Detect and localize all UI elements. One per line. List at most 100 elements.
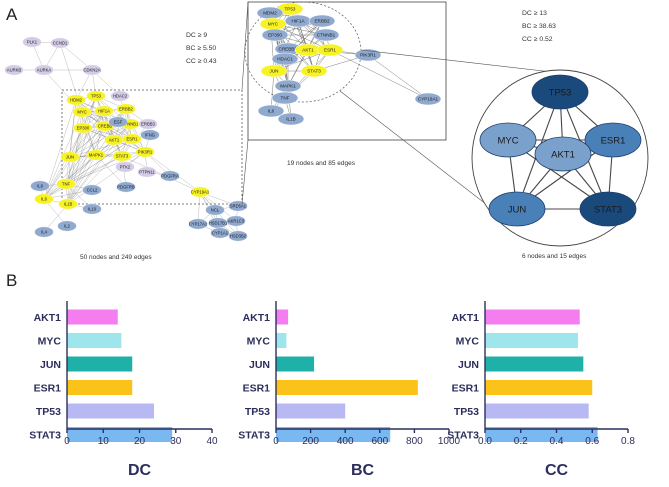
net-main-node-label: TP53 xyxy=(91,93,102,98)
net-main-node-label: MAPK1 xyxy=(89,152,104,157)
bar-bc-tp53 xyxy=(276,403,346,419)
net-main-node-label: TNF xyxy=(62,181,71,186)
x-tick-label: 600 xyxy=(371,436,388,447)
bar-cc-esr1 xyxy=(485,380,593,395)
net-main-node-il8: IL8 xyxy=(30,180,50,192)
category-label: TP53 xyxy=(36,406,61,418)
x-tick-label: 800 xyxy=(406,436,423,447)
zoom-line-core-top xyxy=(360,49,579,76)
category-label: STAT3 xyxy=(238,430,270,442)
bar-bc-myc xyxy=(276,333,287,348)
net-main-node-myc: MYC xyxy=(72,106,92,118)
x-tick-label: 0 xyxy=(273,436,279,447)
net-main-node-ifng: IFNG xyxy=(140,129,160,141)
net-main-node-il10: IL10 xyxy=(82,203,102,215)
net-core-node-label: ESR1 xyxy=(601,135,626,146)
zoom-line-core-bottom xyxy=(339,90,501,216)
net-main-node-shape xyxy=(110,90,130,102)
category-label: TP53 xyxy=(245,406,270,418)
net-main-node-label: EP300 xyxy=(77,125,90,130)
threshold-2-bc: BC ≥ 38.63 xyxy=(522,23,556,30)
net-main-node-shape xyxy=(82,64,102,76)
net-main-edge xyxy=(43,154,97,200)
net-mid-node-shape xyxy=(414,92,442,106)
net-main-node-label: CYP19A1 xyxy=(191,189,210,194)
net-main-node-ncl: NCL xyxy=(205,204,225,216)
net-mid-node-shape xyxy=(354,48,382,62)
net-main-node-shape xyxy=(34,193,54,205)
net-main-node-label: AKR1C3 xyxy=(228,218,245,223)
net-main-node-label: CYP1A1 xyxy=(212,230,229,235)
bar-bc-akt1 xyxy=(276,309,289,325)
x-tick-label: 0.4 xyxy=(550,436,564,447)
net-main-node-shape xyxy=(115,161,135,173)
bar-dc-tp53 xyxy=(67,403,154,419)
net-mid-node-il6: IL6 xyxy=(257,104,285,118)
net-main-node-shape xyxy=(50,37,70,49)
net-main-node-jun: JUN xyxy=(60,151,80,163)
net-mid-node-tp53: TP53 xyxy=(276,2,304,16)
net-main-node-shape xyxy=(58,198,78,210)
net-main-node-shape xyxy=(210,227,230,239)
net-main-node-label: CCL2 xyxy=(87,187,98,192)
net-mid-node-shape xyxy=(316,43,344,57)
net-main-node-shape xyxy=(140,129,160,141)
net-mid-edge xyxy=(329,49,429,100)
category-label: MYC xyxy=(38,336,62,348)
net-main-node-shape xyxy=(108,116,128,128)
full-network-caption: 50 nodes and 249 edges xyxy=(80,254,152,261)
panel-letter-a: A xyxy=(6,5,18,24)
bar-bc-jun xyxy=(276,356,315,372)
threshold-1-cc: CC ≥ 0.43 xyxy=(186,58,217,65)
net-main-node-shape xyxy=(4,64,24,76)
net-main-node-shape xyxy=(228,230,248,242)
net-main-node-shape xyxy=(228,200,248,212)
net-main-node-mapk1: MAPK1 xyxy=(86,149,106,161)
net-main-node-ep300: EP300 xyxy=(73,122,93,134)
net-main-node-label: JUN xyxy=(66,154,74,159)
net-main-edge xyxy=(95,154,127,188)
net-main-node-label: AURKA xyxy=(37,67,52,72)
net-main-node-shape xyxy=(226,215,246,227)
x-axis-title: CC xyxy=(545,462,569,479)
net-main-node-esr1: ESR1 xyxy=(122,133,142,145)
net-main-node-shape xyxy=(57,220,77,232)
net-mid-node-myc: MYC xyxy=(259,17,287,31)
net-main-node-label: CREBB xyxy=(98,123,113,128)
net-core-node-shape xyxy=(584,122,642,158)
threshold-1-bc: BC ≥ 5.50 xyxy=(186,45,216,52)
net-main-edge xyxy=(43,127,84,200)
net-main-node-shape xyxy=(30,180,50,192)
net-main-node-hif1a: HIF1A xyxy=(94,105,114,117)
net-main-node-shape xyxy=(94,105,114,117)
net-main-node-shape xyxy=(112,150,132,162)
net-main-node-label: CCND1 xyxy=(53,40,68,45)
net-mid-node-label: ERBB2 xyxy=(314,19,330,24)
net-main-node-tnf: TNF xyxy=(56,178,76,190)
net-main-node-shape xyxy=(116,181,136,193)
net-mid-edge xyxy=(367,54,429,100)
x-tick-label: 0.0 xyxy=(478,436,492,447)
net-main-node-label: EGF xyxy=(114,119,123,124)
net-main-node-shape xyxy=(72,106,92,118)
net-main-node-shape xyxy=(56,178,76,190)
net-main-edge xyxy=(69,151,146,158)
net-main-node-ccnd1: CCND1 xyxy=(50,37,70,49)
net-main-node-shape xyxy=(86,90,106,102)
net-main-edge xyxy=(75,99,133,140)
net-mid-node-hdac1: HDAC1 xyxy=(271,52,299,66)
net-main-node-label: MYC xyxy=(77,109,86,114)
net-main-node-shape xyxy=(60,151,80,163)
net-main-edge xyxy=(69,123,131,158)
category-label: AKT1 xyxy=(243,312,271,324)
net-main-node-stat3: STAT3 xyxy=(112,150,132,162)
net-mid-node-erbb2: ERBB2 xyxy=(308,14,336,28)
net-main-node-label: IL8 xyxy=(37,183,43,188)
x-tick-label: 200 xyxy=(302,436,319,447)
net-mid-node-label: TP53 xyxy=(285,7,296,12)
category-label: AKT1 xyxy=(34,312,62,324)
net-main-node-label: PIK3R1 xyxy=(138,149,153,154)
bar-cc-jun xyxy=(485,356,584,372)
